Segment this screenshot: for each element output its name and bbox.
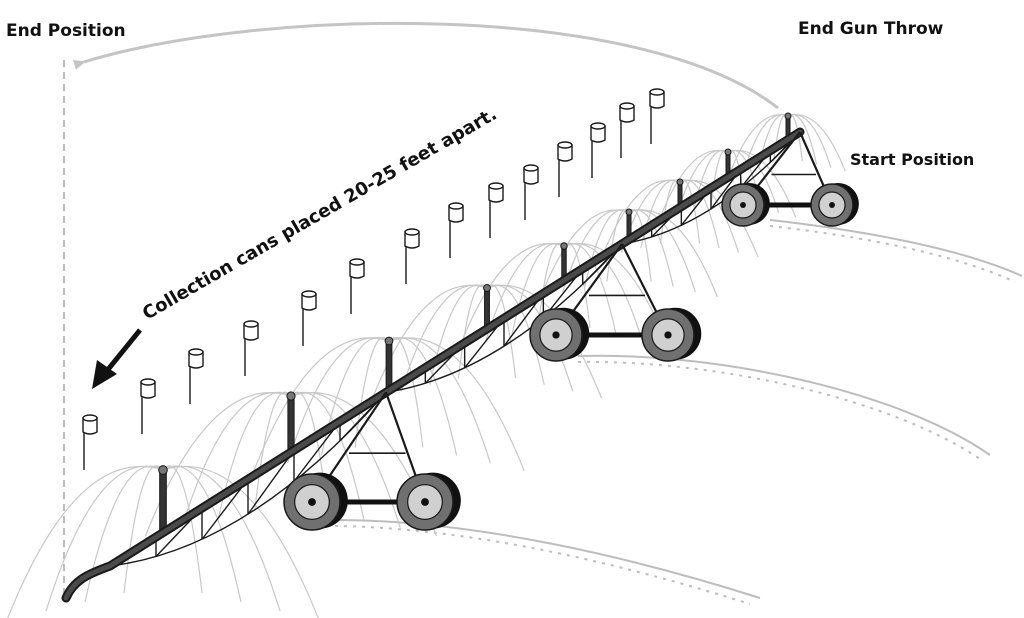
end-position-label: End Position <box>6 21 126 41</box>
spray-pattern <box>459 242 669 347</box>
wheel-track-3-inner <box>334 525 751 605</box>
tower <box>283 391 461 531</box>
tower-wheel <box>396 472 461 531</box>
drop-nozzle <box>483 284 491 330</box>
wheel-track-3 <box>334 519 761 599</box>
end-gun-throw-arrow <box>72 21 779 110</box>
wheel-track-2-inner <box>577 360 984 462</box>
collection-can <box>82 414 98 470</box>
collection-can <box>557 141 573 197</box>
collection-can <box>140 378 156 434</box>
drop-nozzle <box>286 391 296 453</box>
collection-can <box>488 182 504 238</box>
spray-pattern <box>7 465 319 618</box>
collection-can <box>590 122 606 178</box>
drop-nozzle <box>158 465 168 534</box>
collection-can <box>619 102 635 158</box>
start-position-label: Start Position <box>850 150 975 169</box>
collection-can <box>188 348 204 404</box>
pivot-main-pipe <box>61 127 805 603</box>
tower-wheel <box>529 307 590 362</box>
drop-nozzle <box>384 336 394 392</box>
collection-can <box>523 164 539 220</box>
tower-wheel <box>721 182 770 227</box>
tower-wheel <box>810 182 859 227</box>
collection-can <box>649 88 665 144</box>
collection-can <box>301 290 317 346</box>
collection-can <box>448 202 464 258</box>
end-gun-throw-label: End Gun Throw <box>798 19 944 39</box>
wheel-track-1-inner <box>769 225 1016 283</box>
collection-can <box>404 228 420 284</box>
collection-cans-arrow <box>92 328 142 389</box>
wheel-track-2 <box>577 354 991 456</box>
collection-can <box>243 320 259 376</box>
collection-cans <box>82 88 665 470</box>
tower-wheel <box>641 307 702 362</box>
collection-can <box>349 258 365 314</box>
wheel-tracks <box>334 219 1023 605</box>
drop-nozzle <box>724 148 732 178</box>
tower <box>529 243 702 362</box>
pivot-towers <box>283 131 859 531</box>
tower-wheel <box>283 472 348 531</box>
tower <box>721 131 859 227</box>
wheel-track-1 <box>769 219 1023 277</box>
